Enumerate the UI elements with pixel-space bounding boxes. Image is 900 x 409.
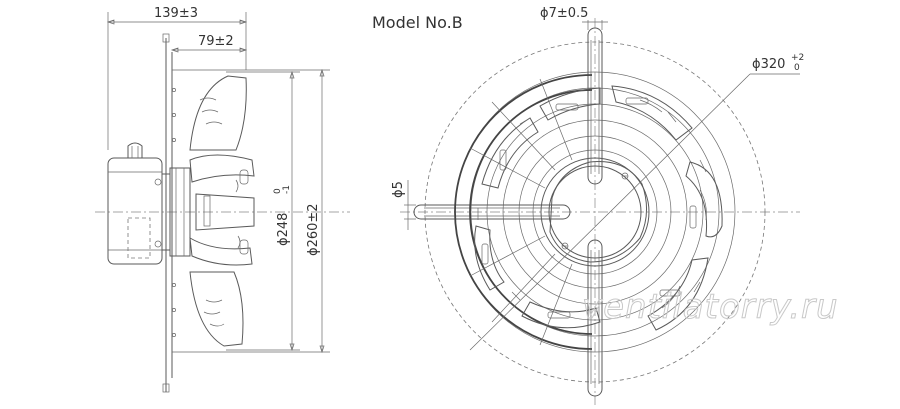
side-view: 139±3 79±2 ϕ248 0 -1 ϕ260±2 <box>95 6 350 393</box>
motor-housing <box>107 142 191 265</box>
dimension-blade-diameter: ϕ248 0 -1 <box>226 70 300 352</box>
guard-arc-left <box>454 74 593 350</box>
watermark: ventilatorry.ru <box>582 287 839 327</box>
model-title: Model No.B <box>372 13 463 32</box>
outer-diameter-tol-lower: 0 <box>794 63 800 73</box>
outer-diameter-tol-upper: +2 <box>791 53 804 63</box>
dimension-hole-diameter: ϕ5 <box>391 180 416 230</box>
fan-blades <box>474 85 723 331</box>
guard-rim <box>162 33 176 393</box>
slot-width-label: ϕ7±0.5 <box>540 6 588 21</box>
guard-ring-6 <box>532 149 658 275</box>
dimension-frame-diameter: ϕ260±2 <box>172 68 330 354</box>
hub-inner <box>548 165 642 259</box>
blade-diameter-label: ϕ248 <box>276 213 291 246</box>
front-view: Model No.B <box>372 6 839 405</box>
dimension-blade-depth: 79±2 <box>170 34 248 53</box>
dimension-outer-diameter: ϕ320 +2 0 <box>469 53 804 351</box>
blade-diameter-tol-lower: -1 <box>282 185 292 194</box>
guard-ring-5 <box>518 135 672 289</box>
outer-diameter-label: ϕ320 <box>752 57 785 72</box>
frame-diameter-label: ϕ260±2 <box>306 203 321 256</box>
blade-depth-label: 79±2 <box>198 34 234 49</box>
guard-ring-4 <box>502 119 688 305</box>
dimension-overall-depth: 139±3 <box>106 6 248 150</box>
dimension-slot-width: ϕ7±0.5 <box>540 6 608 30</box>
guard-spokes <box>469 78 573 346</box>
outer-circle <box>424 41 766 383</box>
hub-outer <box>540 157 650 267</box>
overall-depth-label: 139±3 <box>154 6 198 21</box>
hole-diameter-label: ϕ5 <box>391 181 406 198</box>
blade-diameter-tol-upper: 0 <box>273 188 283 194</box>
blade-profile <box>189 75 255 347</box>
